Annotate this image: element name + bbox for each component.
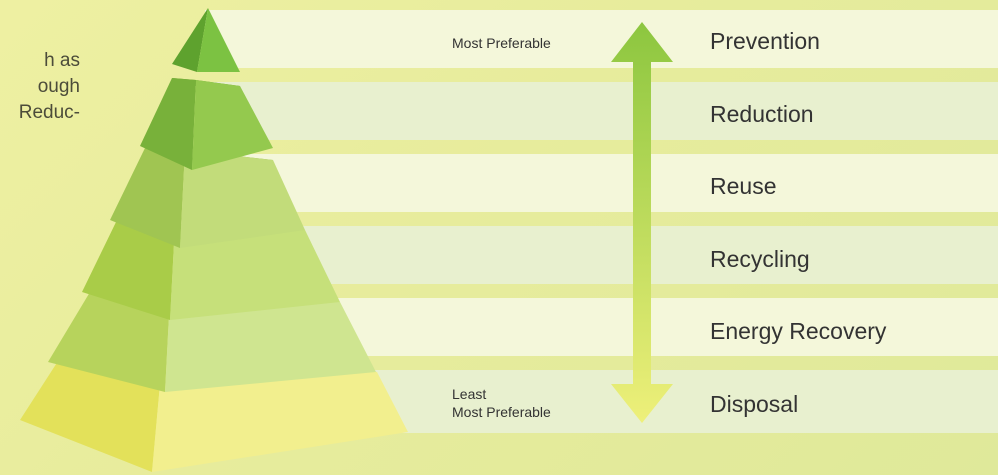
- tier-prevention-right: [197, 8, 240, 72]
- side-text-line-2: ough: [37, 76, 80, 97]
- band-reduction: [205, 82, 998, 140]
- level-label-disposal: Disposal: [710, 391, 799, 417]
- tier-disposal-left: [20, 358, 162, 472]
- most-preferable-label: Most Preferable: [452, 35, 551, 51]
- least-label-line-1: Least: [452, 386, 487, 402]
- level-label-recycling: Recycling: [710, 246, 810, 272]
- tier-disposal-right: [152, 362, 408, 472]
- side-text-line-1: h as: [44, 50, 80, 71]
- least-label-line-2: Most Preferable: [452, 404, 551, 420]
- preference-arrow: [611, 22, 673, 423]
- tier-prevention-left: [172, 8, 208, 72]
- tier-recycling-right: [170, 224, 340, 320]
- tier-reduction-left: [140, 78, 196, 170]
- level-label-reuse: Reuse: [710, 173, 777, 199]
- band-reuse: [205, 154, 998, 212]
- tier-reduction-right: [192, 80, 273, 170]
- tier-reuse-left: [110, 148, 185, 248]
- tier-recycling-left: [82, 220, 175, 320]
- level-label-prevention: Prevention: [710, 28, 820, 54]
- level-label-energy-recovery: Energy Recovery: [710, 318, 887, 344]
- side-paragraph-fragment: h as ough Reduc-: [0, 48, 80, 126]
- band-recycling: [205, 226, 998, 284]
- tier-energy-left: [48, 292, 170, 392]
- level-label-reduction: Reduction: [710, 101, 814, 127]
- pyramid: [20, 8, 408, 472]
- tier-reuse-right: [180, 150, 305, 248]
- least-preferable-label: Least Most Preferable: [452, 385, 551, 421]
- tier-energy-right: [165, 296, 376, 392]
- band-prevention: [205, 10, 998, 68]
- side-text-line-3: Reduc-: [18, 102, 80, 123]
